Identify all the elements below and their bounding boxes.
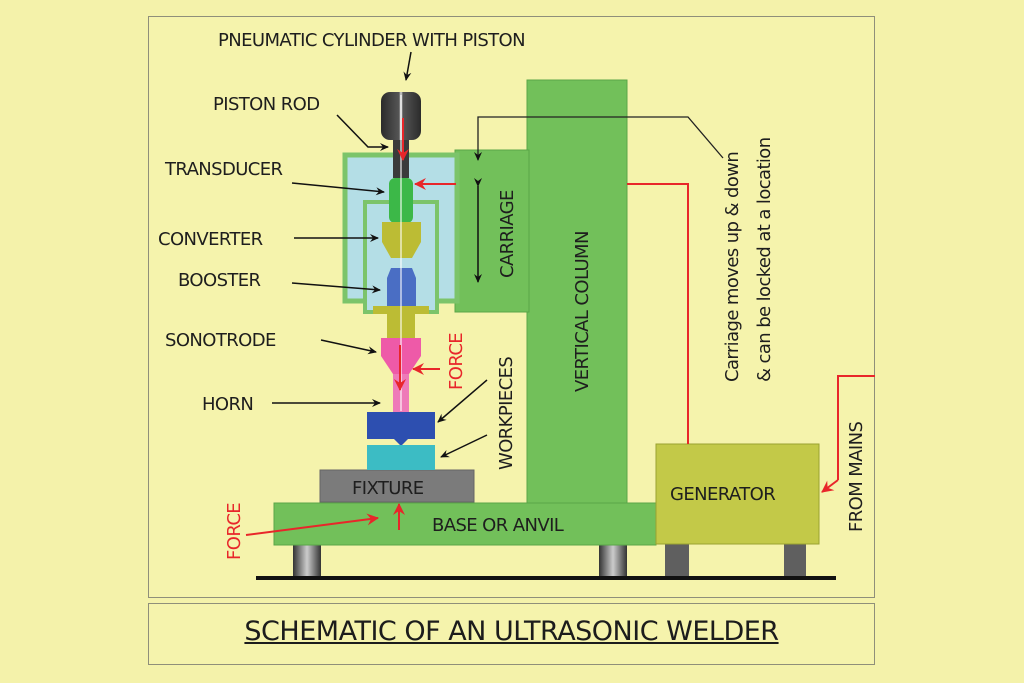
caption-box: SCHEMATIC OF AN ULTRASONIC WELDER bbox=[148, 603, 875, 665]
leader-piston-rod bbox=[336, 114, 389, 151]
workpiece-upper bbox=[367, 412, 435, 446]
label-transducer: TRANSDUCER bbox=[164, 159, 283, 180]
leader-workpiece-lower bbox=[440, 434, 488, 458]
label-horn: HORN bbox=[202, 394, 253, 415]
leader-booster bbox=[291, 282, 381, 294]
leader-transducer bbox=[291, 182, 385, 196]
label-force-top: FORCE bbox=[446, 333, 467, 390]
generator-leg-right bbox=[784, 543, 806, 576]
label-booster: BOOSTER bbox=[178, 270, 261, 291]
label-vertical-column: VERTICAL COLUMN bbox=[572, 231, 593, 392]
fixture bbox=[319, 469, 475, 503]
wire-column-to-generator bbox=[627, 183, 689, 444]
base-leg-left bbox=[293, 543, 321, 576]
label-workpieces: WORKPIECES bbox=[496, 357, 517, 470]
generator-leg-left bbox=[665, 543, 689, 576]
label-force-bottom: FORCE bbox=[224, 503, 245, 560]
label-base: BASE OR ANVIL bbox=[432, 515, 564, 536]
label-converter: CONVERTER bbox=[158, 229, 263, 250]
label-carriage: CARRIAGE bbox=[497, 190, 518, 278]
label-pneumatic-cylinder: PNEUMATIC CYLINDER WITH PISTON bbox=[218, 30, 525, 51]
carriage-note-line2: & can be locked at a location bbox=[754, 137, 775, 382]
leader-pneumatic bbox=[403, 51, 412, 81]
carriage-note-line1: Carriage moves up & down bbox=[722, 152, 743, 382]
force-arrow-base-side bbox=[245, 513, 379, 536]
workpiece-lower bbox=[367, 445, 435, 470]
label-piston-rod: PISTON ROD bbox=[213, 94, 319, 115]
label-generator: GENERATOR bbox=[670, 484, 775, 505]
wire-mains-arrow bbox=[821, 479, 839, 493]
generator-box bbox=[655, 443, 820, 545]
axis-highlight bbox=[400, 95, 402, 411]
leader-workpiece-upper bbox=[437, 379, 488, 423]
base-leg-right bbox=[599, 543, 627, 576]
label-fixture: FIXTURE bbox=[352, 478, 424, 499]
leader-sonotrode bbox=[320, 339, 377, 355]
diagram-title: SCHEMATIC OF AN ULTRASONIC WELDER bbox=[244, 616, 779, 647]
ground-line bbox=[256, 576, 836, 580]
label-from-mains: FROM MAINS bbox=[846, 422, 867, 532]
carriage bbox=[454, 149, 530, 313]
label-sonotrode: SONOTRODE bbox=[165, 330, 276, 351]
carriage-note-leader bbox=[474, 116, 724, 161]
vertical-column bbox=[526, 79, 628, 506]
wire-from-mains bbox=[837, 375, 875, 480]
